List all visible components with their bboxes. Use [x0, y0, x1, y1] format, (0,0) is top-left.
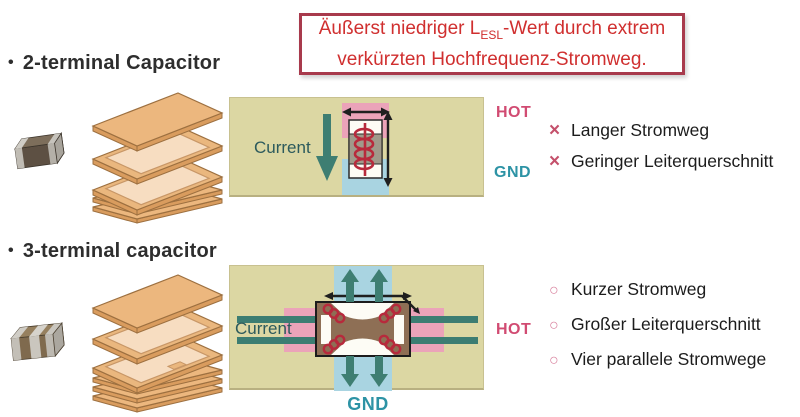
current-down-arrow	[316, 114, 338, 181]
circle-icon: ○	[549, 282, 559, 299]
list-item-label: Vier parallele Stromwege	[571, 349, 767, 369]
mlcc-2terminal-chip-icon	[14, 132, 65, 170]
section-3terminal-heading: • 3-terminal capacitor	[8, 240, 217, 263]
bullet-dot: •	[8, 242, 14, 259]
inductor-coil-icon	[353, 123, 375, 176]
current-label: Current	[254, 138, 311, 157]
bottom-cutout	[331, 338, 394, 355]
list-item-geringer-leiterquerschnitt: × Geringer Leiterquerschnitt	[549, 151, 773, 173]
gnd-label-3terminal: GND	[347, 394, 389, 414]
diagram-3terminal-graphic	[237, 266, 478, 391]
hot-label-2terminal: HOT	[496, 104, 532, 121]
section-2terminal-heading: • 2-terminal Capacitor	[8, 52, 220, 75]
section-2terminal-heading-label: 2-terminal Capacitor	[22, 52, 221, 74]
hot-terminal-band-left	[284, 308, 320, 352]
list-item-label: Kurzer Stromweg	[571, 279, 707, 299]
list-item-vier-parallele-stromwege: ○ Vier parallele Stromwege	[549, 349, 766, 370]
gnd-label-2terminal: GND	[494, 164, 532, 181]
list-item-label: Langer Stromweg	[571, 120, 710, 140]
list-item-grosser-leiterquerschnitt: ○ Großer Leiterquerschnitt	[549, 314, 761, 335]
circle-icon: ○	[549, 317, 559, 334]
cross-icon: ×	[549, 120, 561, 141]
diagram-3terminal-current-path: Current	[229, 265, 484, 391]
title-box: Äußerst niedriger LESL-Wert durch extrem…	[299, 13, 685, 75]
current-label: Current	[235, 319, 292, 338]
top-cutout	[331, 303, 394, 320]
inductor-coils-icon	[322, 303, 402, 355]
hot-terminal-band-right	[406, 308, 444, 352]
left-slot	[321, 315, 331, 344]
width-measure-arrow	[342, 107, 390, 117]
section-3terminal-heading-label: 3-terminal capacitor	[22, 240, 217, 262]
list-item-langer-stromweg: × Langer Stromweg	[549, 120, 709, 142]
circle-icon: ○	[549, 352, 559, 369]
mlcc-3terminal-chip-icon	[10, 322, 65, 361]
height-measure-arrow	[383, 111, 393, 187]
diagonal-measure-arrow	[401, 295, 420, 314]
bullet-dot: •	[8, 54, 14, 71]
list-item-label: Großer Leiterquerschnitt	[571, 314, 761, 334]
title-line-2: verkürzten Hochfrequenz-Stromweg.	[337, 49, 647, 71]
list-item-label: Geringer Leiterquerschnitt	[571, 151, 774, 171]
gnd-current-arrows	[341, 269, 388, 387]
list-item-kurzer-stromweg: ○ Kurzer Stromweg	[549, 279, 706, 300]
layer-stack-3terminal	[92, 274, 223, 413]
diagram-2terminal-graphic	[316, 103, 393, 195]
cross-icon: ×	[549, 151, 561, 172]
diagram-2terminal-current-path: Current	[229, 97, 484, 197]
hot-label-3terminal: HOT	[496, 321, 532, 338]
right-slot	[394, 315, 404, 344]
title-line-1: Äußerst niedriger LESL-Wert durch extrem	[318, 17, 666, 42]
layer-stack-2terminal	[92, 92, 223, 224]
